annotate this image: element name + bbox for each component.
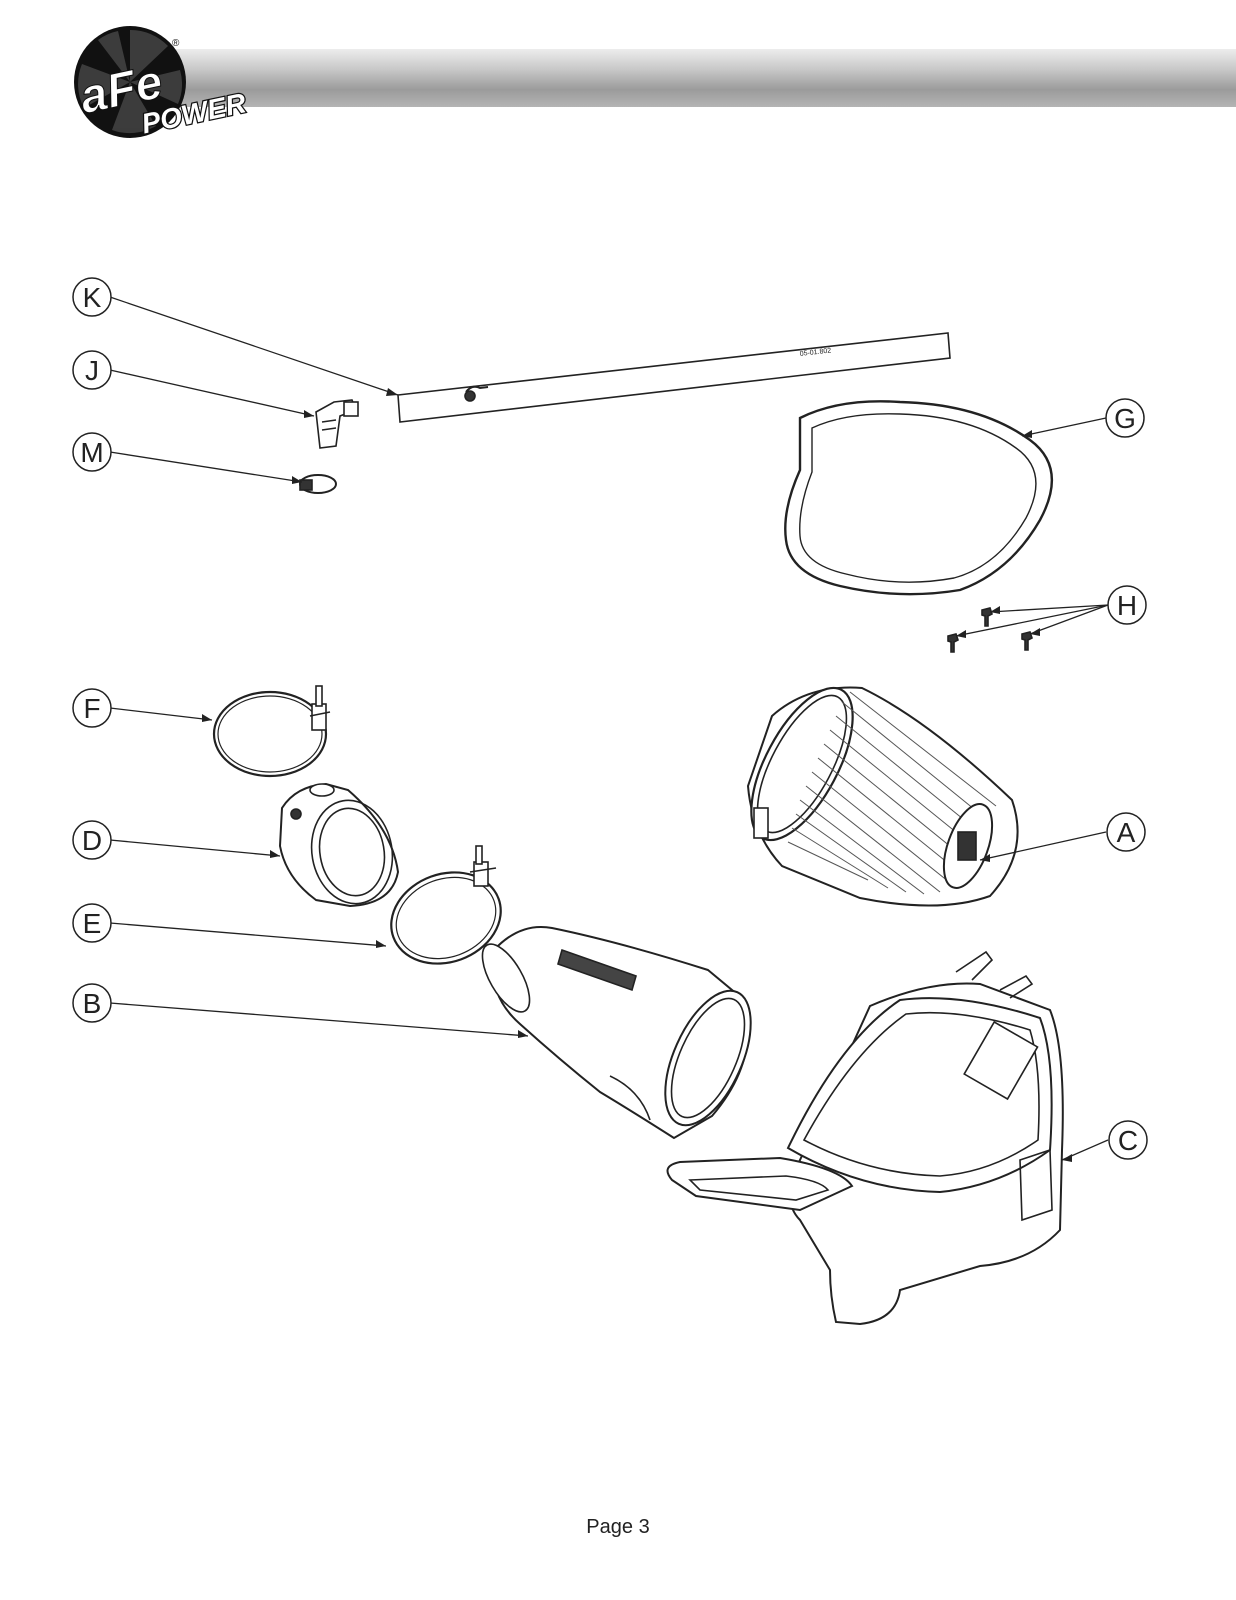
logo-registered: ®: [172, 38, 180, 49]
part-c-airbox: [666, 950, 1064, 1326]
part-g-gasket: [784, 400, 1054, 596]
callout-f: F: [72, 688, 112, 728]
part-j-elbow-fitting: [315, 399, 359, 449]
callout-h: H: [1107, 585, 1147, 625]
part-b-intake-tube: [481, 926, 752, 1140]
callout-label-b: B: [83, 988, 102, 1019]
callout-label-h: H: [1117, 590, 1137, 621]
callout-j: J: [72, 350, 112, 390]
callout-g: G: [1105, 398, 1145, 438]
callout-label-d: D: [82, 825, 102, 856]
callouts: K J M G H F D A: [72, 277, 1148, 1160]
leader-arrowheads: [202, 388, 1072, 1162]
callout-m: M: [72, 432, 112, 472]
callout-label-g: G: [1114, 403, 1136, 434]
part-h-screws: [947, 607, 1033, 653]
leader-lines: [109, 296, 1109, 1161]
callout-label-k: K: [83, 282, 102, 313]
callout-label-m: M: [80, 437, 103, 468]
callout-c: C: [1108, 1120, 1148, 1160]
page-number: Page 3: [586, 1516, 650, 1538]
part-f-band-clamp: [212, 685, 331, 778]
part-e-band-clamp: [390, 845, 502, 965]
part-number-label: 05-01.802: [799, 347, 831, 358]
callout-d: D: [72, 820, 112, 860]
callout-label-c: C: [1118, 1125, 1138, 1156]
part-d-maf-housing: [278, 782, 400, 908]
callout-label-f: F: [83, 693, 100, 724]
header-bar: [90, 49, 1236, 107]
afe-power-logo: aFe POWER ®: [74, 26, 248, 140]
part-k-foam-strip: 05-01.802: [397, 332, 951, 423]
callout-k: K: [72, 277, 112, 317]
callout-b: B: [72, 983, 112, 1023]
part-a-air-filter: [746, 686, 1019, 907]
part-m-small-clamp: [299, 474, 337, 494]
callout-label-e: E: [83, 908, 102, 939]
callout-e: E: [72, 903, 112, 943]
callout-label-a: A: [1117, 817, 1136, 848]
callout-label-j: J: [85, 355, 99, 386]
callout-a: A: [1106, 812, 1146, 852]
